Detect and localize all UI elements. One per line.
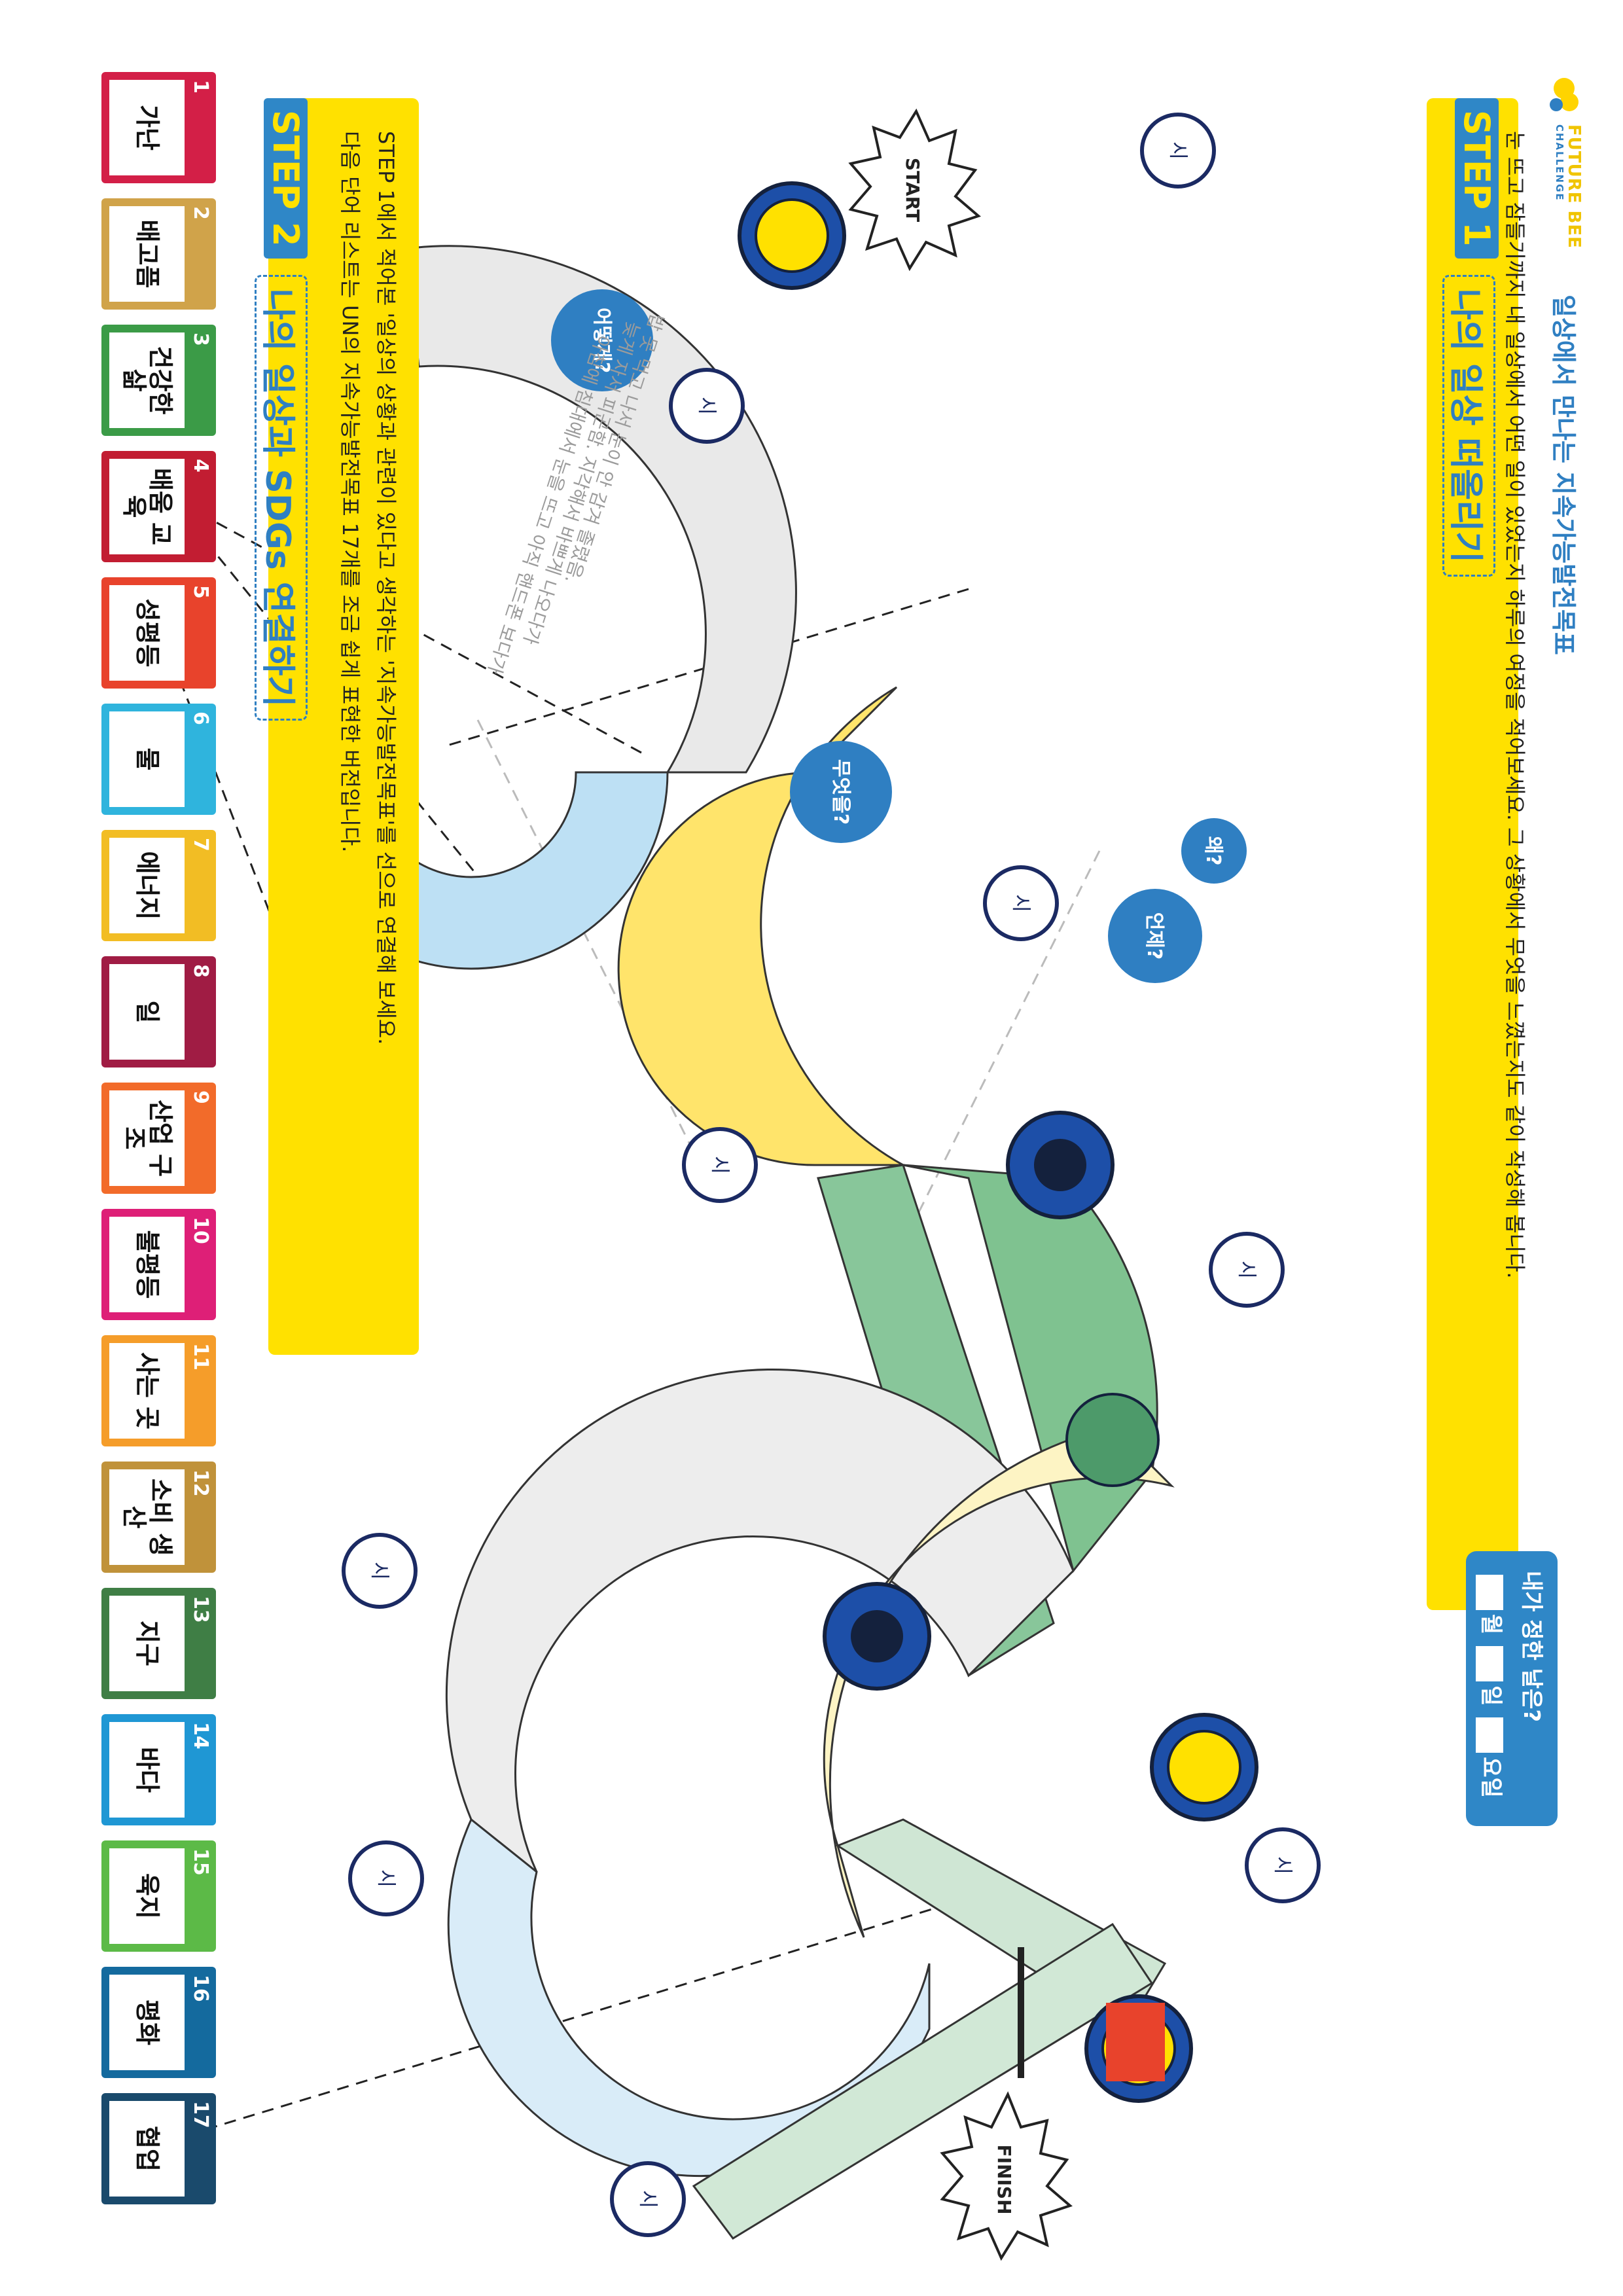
clock-label: 시 [708,1156,731,1174]
sdg-number: 16 [189,1975,212,2002]
clock-label: 시 [1271,1856,1294,1874]
bubble-what: 무엇을? [790,741,892,843]
sdg-number: 7 [189,838,212,852]
clock-label: 시 [636,2190,659,2208]
connector-line [444,588,969,747]
path-segment-5 [445,1368,1075,1873]
flag-icon [1018,1947,1165,2081]
bubble-how: 어떻게? [551,289,653,391]
clock-label: 시 [1166,141,1189,160]
sdg-label: 건강한 삶 [109,332,185,428]
sdg-label: 에너지 [109,838,185,933]
sdg-number: 15 [189,1848,212,1876]
finish-burst: FINISH [940,2091,1073,2261]
sdg-number: 9 [189,1090,212,1104]
sdg-label: 소비 생산 [109,1469,185,1565]
finish-label: FINISH [993,2145,1015,2215]
sdg-label: 협업 [109,2101,185,2197]
step2-title: 나의 일상과 SDGs 연결하기 [255,275,308,721]
sdg-number: 4 [189,459,212,473]
logo-icon [1544,72,1584,118]
sdg-label: 물 [109,711,185,807]
sdg-number: 11 [189,1343,212,1371]
sdg-label: 지구 [109,1596,185,1691]
sdg-label: 가난 [109,80,185,175]
path-segment-9 [692,1922,1154,2240]
bubble-what-text: 무엇을? [829,759,852,825]
bubble-when-text: 언제? [1143,912,1166,960]
sdg-label: 육지 [109,1848,185,1944]
bubble-when: 언제? [1108,889,1202,983]
sdg-label: 사는 곳 [109,1343,185,1439]
clock-label-group: 시 시 시 시 시 시 시 시 시 [368,141,1294,2208]
bubble-why: 왜? [1181,818,1247,884]
sdg-number: 5 [189,585,212,599]
step2-badge: STEP 2 [264,98,308,259]
connector-line [476,719,708,1179]
earth-icon [1065,1393,1160,1487]
sdg-label: 성평등 [109,585,185,681]
connector-line [169,497,512,917]
clock-label: 시 [368,1562,391,1580]
sdg-number: 14 [189,1722,212,1749]
sdg-label: 평화 [109,1975,185,2070]
sdg-card-5[interactable]: 5 성평등 [101,577,216,689]
clock-icon [342,113,1321,2237]
step2-instruction-2: STEP 1에서 적어본 '일상의 상황과 관련이 있다고 생각하는 '지속가능… [374,131,399,1045]
sdg-label: 배움 교육 [109,459,185,554]
sdg-card-7[interactable]: 7 에너지 [101,830,216,941]
bubble-how-text: 어떻게? [590,308,613,373]
step2-instruction-1: 다음 단어 리스트는 UN의 지속가능발전목표 17개를 조금 쉽게 표현한 버… [338,131,363,853]
sdg-number: 6 [189,711,212,725]
connector-line [902,850,1101,1244]
sdg-number: 13 [189,1596,212,1623]
sdg-number: 10 [189,1217,212,1244]
sdg-label: 배고픔 [109,206,185,302]
sdg-label: 산업 구조 [109,1090,185,1186]
path-segment-3 [617,686,904,1166]
connector-line [169,1897,969,2142]
sdg-number: 3 [189,332,212,346]
clock-label: 시 [1235,1261,1258,1279]
sdg-number: 1 [189,80,212,94]
sdg-number: 8 [189,964,212,978]
bubble-why-text: 왜? [1202,836,1224,865]
sdg-number: 12 [189,1469,212,1497]
clock-label: 시 [695,397,718,415]
sdg-card-3[interactable]: 3 건강한 삶 [101,325,216,436]
sdg-number: 17 [189,2101,212,2128]
start-label: START [902,158,923,222]
sdg-number: 2 [189,206,212,220]
start-burst: START [848,108,981,272]
clock-label: 시 [1009,894,1032,912]
sdg-label: 일 [109,964,185,1060]
sdg-card-4[interactable]: 4 배움 교육 [101,451,216,562]
sdg-label: 바다 [109,1722,185,1818]
sdg-card-1[interactable]: 1 가난 [101,72,216,183]
sdg-label: 불평등 [109,1217,185,1312]
sdg-card-2[interactable]: 2 배고픔 [101,198,216,310]
sdg-card-9[interactable]: 9 산업 구조 [101,1083,216,1194]
clock-label: 시 [374,1869,397,1888]
